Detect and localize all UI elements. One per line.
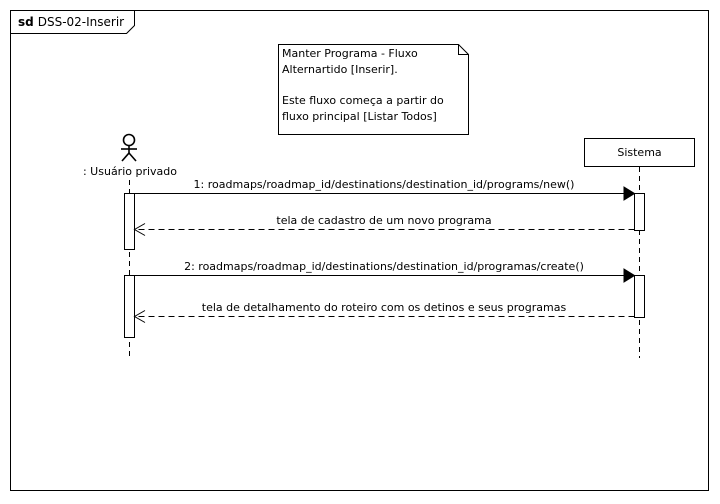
- message-1-arrowhead: [623, 186, 636, 201]
- frame-name: DSS-02-Inserir: [38, 15, 124, 29]
- stick-figure-actor-icon: [121, 133, 137, 162]
- system-label: Sistema: [617, 146, 661, 159]
- note-line-4: Este fluxo começa a partir do: [282, 94, 444, 107]
- actor-activation-2: [124, 275, 135, 338]
- message-3-arrowhead: [623, 268, 636, 283]
- actor-activation-1: [124, 193, 135, 250]
- system-activation-2: [634, 275, 645, 318]
- note-fold: [458, 44, 469, 55]
- note-line-1: Manter Programa - Fluxo: [282, 47, 418, 60]
- message-2-arrowhead: [133, 223, 146, 236]
- frame-tag-label: sd DSS-02-Inserir: [18, 15, 124, 29]
- frame-border: [10, 10, 709, 491]
- message-4-arrowhead: [133, 310, 146, 323]
- actor-lifeline: : Usuário privado: [83, 133, 177, 358]
- message-3-label: 2: roadmaps/roadmap_id/destinations/dest…: [184, 260, 584, 273]
- message-2-label: tela de cadastro de um novo programa: [276, 214, 491, 227]
- system-head-box: [584, 138, 695, 167]
- message-4-label: tela de detalhamento do roteiro com os d…: [202, 301, 567, 314]
- note-line-5: fluxo principal [Listar Todos]: [282, 110, 437, 123]
- message-2: tela de cadastro de um novo programa: [133, 214, 635, 236]
- message-4: tela de detalhamento do roteiro com os d…: [133, 301, 635, 323]
- frame-keyword: sd: [18, 15, 34, 29]
- frame-tag-box: [10, 10, 135, 34]
- system-lifeline: Sistema: [584, 138, 695, 358]
- note: Manter Programa - Fluxo Alternartido [In…: [278, 44, 469, 135]
- note-line-2: Alternartido [Inserir].: [282, 63, 398, 76]
- actor-label: : Usuário privado: [83, 165, 177, 178]
- message-1-label: 1: roadmaps/roadmap_id/destinations/dest…: [194, 178, 575, 191]
- note-body: [278, 44, 469, 135]
- system-activation-1: [634, 193, 645, 231]
- message-3: 2: roadmaps/roadmap_id/destinations/dest…: [134, 260, 636, 283]
- message-1: 1: roadmaps/roadmap_id/destinations/dest…: [134, 178, 636, 201]
